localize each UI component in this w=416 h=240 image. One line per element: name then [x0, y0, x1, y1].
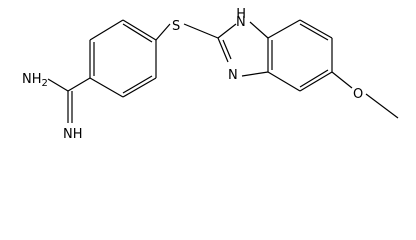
bond-c2-n1: [217, 23, 237, 39]
bond-ring1-f: [89, 77, 124, 98]
bond-n3-c3a: [241, 71, 269, 77]
bond-c2-n3: [217, 37, 229, 63]
bond-o-ch3: [365, 93, 399, 119]
ring-n-label: N: [228, 68, 238, 83]
bond-n1-c7a: [249, 21, 269, 39]
bond-c4-c3a: [267, 71, 301, 92]
bond-c7-c6-inner: [299, 23, 329, 41]
bond-ring1-e: [122, 77, 157, 98]
sulfur-label: S: [172, 19, 180, 34]
bond-c5-c4-inner: [299, 69, 329, 88]
amine-label: NH2: [22, 72, 48, 89]
bond-amidine-ring: [67, 77, 91, 92]
bond-c7a-c7: [267, 19, 301, 39]
bond-ring-o: [331, 71, 353, 89]
bond-ring1-e-inner: [122, 75, 153, 94]
bond-c2-n3-inner: [222, 39, 232, 60]
bond-ring1-c: [122, 19, 157, 41]
bond-ring1-c-inner: [122, 23, 153, 43]
bond-c5-c4: [299, 71, 333, 92]
bond-c-nh2: [47, 78, 69, 92]
bond-ring1-b: [89, 19, 124, 41]
imine-label: NH: [63, 127, 83, 142]
oxygen-label: O: [353, 87, 363, 102]
bond-s-c2: [183, 23, 219, 39]
bond-c7-c6: [299, 19, 333, 39]
bond-ring-s: [155, 23, 171, 41]
